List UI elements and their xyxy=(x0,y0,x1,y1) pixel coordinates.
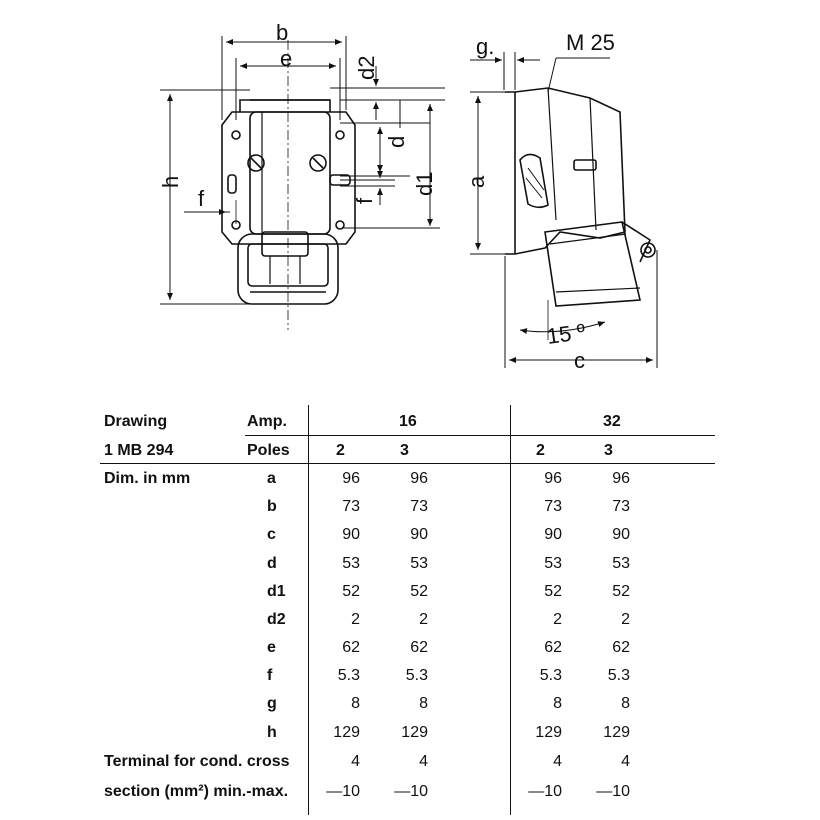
row-dim: a xyxy=(267,470,276,487)
cell: 90 xyxy=(342,526,360,543)
cell: 96 xyxy=(544,470,562,487)
cell: 2 xyxy=(351,611,360,628)
poles-label: Poles xyxy=(247,442,290,459)
drawing-number: 1 MB 294 xyxy=(104,442,174,459)
side-dimensions xyxy=(470,52,658,368)
terminal-min: 4 xyxy=(351,753,360,770)
cell: 5.3 xyxy=(607,667,630,684)
cell: 5.3 xyxy=(405,667,428,684)
row-dim: g xyxy=(267,695,277,712)
terminal-max: —10 xyxy=(528,783,562,800)
row-dim: c xyxy=(267,526,276,543)
front-dimensions xyxy=(160,36,445,305)
cell: 5.3 xyxy=(337,667,360,684)
cell: 52 xyxy=(544,583,562,600)
dim-label-h: h xyxy=(158,176,183,188)
poles-16-3: 3 xyxy=(400,442,409,459)
dim-label-d2: d2 xyxy=(354,56,379,80)
poles-16-2: 2 xyxy=(336,442,345,459)
dimension-table: Drawing 1 MB 294 Amp. Poles 16 32 2 3 2 … xyxy=(0,405,820,820)
dim-label-d1: d1 xyxy=(412,172,437,196)
dim-label-b: b xyxy=(276,20,288,45)
poles-32-3: 3 xyxy=(604,442,613,459)
cell: 73 xyxy=(544,498,562,515)
amp-16: 16 xyxy=(399,413,417,430)
cell: 96 xyxy=(410,470,428,487)
poles-32-2: 2 xyxy=(536,442,545,459)
dim-in-mm-label: Dim. in mm xyxy=(104,470,191,487)
cell: 129 xyxy=(603,724,630,741)
row-dim: d1 xyxy=(267,583,286,600)
cell: 52 xyxy=(342,583,360,600)
amp-32: 32 xyxy=(603,413,621,430)
terminal-max: —10 xyxy=(394,783,428,800)
cell: 62 xyxy=(410,639,428,656)
dim-label-a: a xyxy=(464,175,489,188)
terminal-label-line1: Terminal for cond. cross xyxy=(104,753,290,770)
row-dim: b xyxy=(267,498,277,515)
dim-label-d: d xyxy=(384,136,409,148)
dim-label-g: g. xyxy=(476,34,494,59)
row-dim: e xyxy=(267,639,276,656)
cell: 8 xyxy=(351,695,360,712)
cell: 53 xyxy=(612,555,630,572)
cell: 90 xyxy=(612,526,630,543)
front-view xyxy=(221,40,356,330)
cell: 62 xyxy=(342,639,360,656)
cell: 129 xyxy=(535,724,562,741)
dim-label-c: c xyxy=(574,348,585,373)
cell: 2 xyxy=(553,611,562,628)
cell: 8 xyxy=(621,695,630,712)
cell: 52 xyxy=(612,583,630,600)
dim-label-angle: 15 º xyxy=(545,319,587,349)
dim-label-m25: M 25 xyxy=(566,30,615,55)
terminal-min: 4 xyxy=(419,753,428,770)
cell: 96 xyxy=(612,470,630,487)
cell: 52 xyxy=(410,583,428,600)
technical-drawing: b e d2 d d1 f f h g. M 25 a 15 º c xyxy=(158,20,658,373)
cell: 2 xyxy=(621,611,630,628)
cell: 53 xyxy=(544,555,562,572)
terminal-max: —10 xyxy=(596,783,630,800)
cell: 62 xyxy=(544,639,562,656)
amp-label: Amp. xyxy=(247,413,287,430)
table-divider-32 xyxy=(510,405,511,815)
row-dim: d xyxy=(267,555,277,572)
terminal-max: —10 xyxy=(326,783,360,800)
dim-label-f-front: f xyxy=(352,197,377,204)
drawing-label: Drawing xyxy=(104,413,168,430)
cell: 73 xyxy=(342,498,360,515)
cell: 73 xyxy=(612,498,630,515)
terminal-label-line2: section (mm²) min.-max. xyxy=(104,783,289,800)
terminal-min: 4 xyxy=(621,753,630,770)
cell: 90 xyxy=(544,526,562,543)
terminal-min: 4 xyxy=(553,753,562,770)
row-dim: d2 xyxy=(267,611,286,628)
cell: 90 xyxy=(410,526,428,543)
header-rule-amp xyxy=(245,435,715,436)
header-rule-poles xyxy=(100,463,715,464)
cell: 62 xyxy=(612,639,630,656)
cell: 129 xyxy=(401,724,428,741)
row-dim: f xyxy=(267,667,273,684)
cell: 53 xyxy=(342,555,360,572)
table-divider-16 xyxy=(308,405,309,815)
cell: 8 xyxy=(419,695,428,712)
cell: 73 xyxy=(410,498,428,515)
cell: 96 xyxy=(342,470,360,487)
side-view xyxy=(505,87,656,307)
cell: 8 xyxy=(553,695,562,712)
cell: 129 xyxy=(333,724,360,741)
dim-label-f-left: f xyxy=(198,186,205,211)
cell: 2 xyxy=(419,611,428,628)
row-dim: h xyxy=(267,724,277,741)
dim-label-e: e xyxy=(280,46,292,71)
cell: 53 xyxy=(410,555,428,572)
cell: 5.3 xyxy=(539,667,562,684)
